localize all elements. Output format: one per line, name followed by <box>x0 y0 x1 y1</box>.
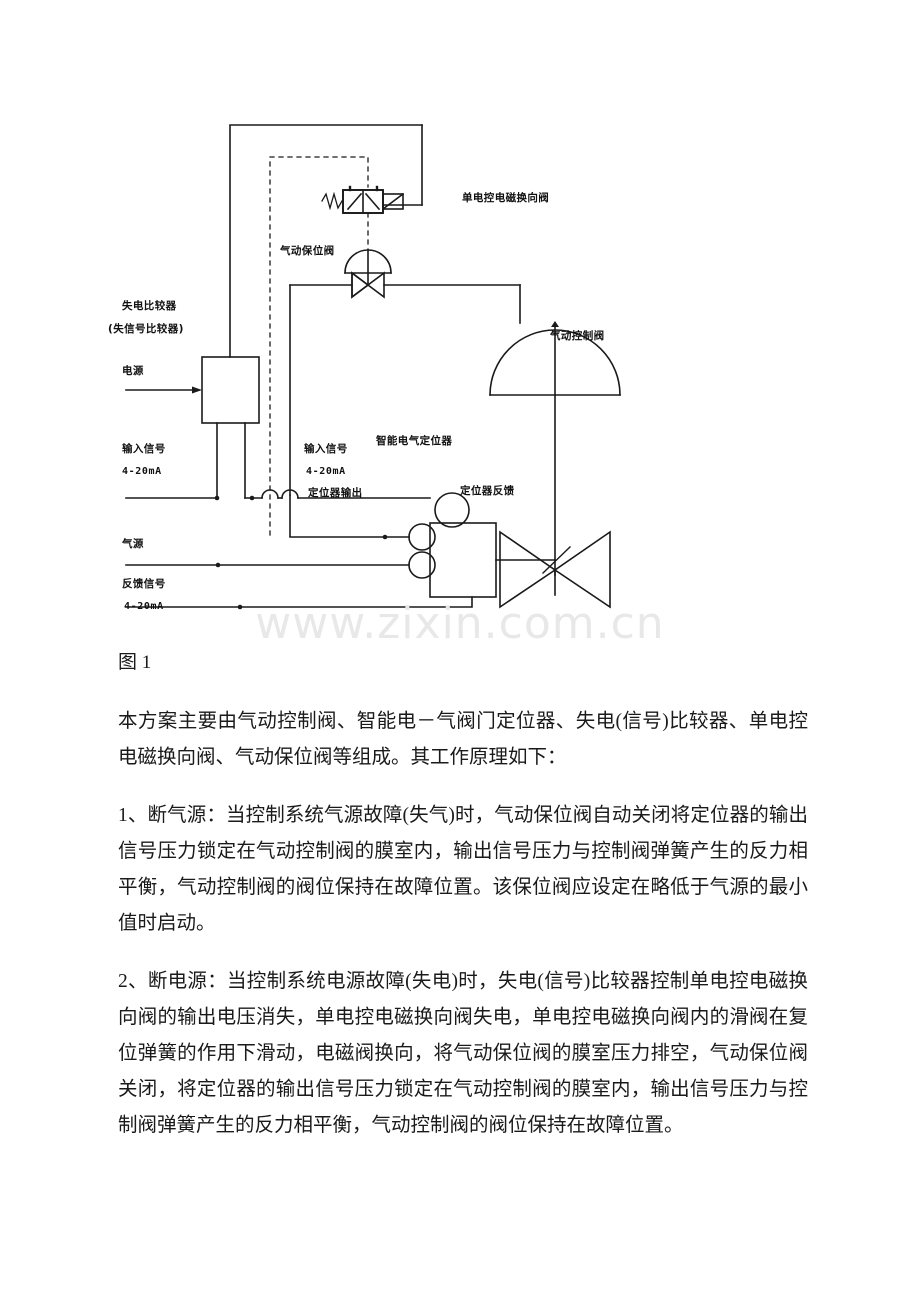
wire-comparator-to-top <box>229 124 423 358</box>
label-power-supply: 电源 <box>122 365 144 377</box>
figure-caption: 图 1 <box>118 652 152 673</box>
wire-hop-1 <box>261 489 279 499</box>
label-input-signal-left-range: 4-20mA <box>122 466 162 477</box>
bus-feedback-signal <box>125 596 473 608</box>
label-solenoid-valve: 单电控电磁换向阀 <box>462 192 550 204</box>
label-positioner: 智能电气定位器 <box>376 435 453 447</box>
junction-dot-air-source <box>215 562 221 568</box>
positioner-symbol <box>408 492 497 598</box>
article-body: 图 1 本方案主要由气动控制阀、智能电－气阀门定位器、失电(信号)比较器、单电控… <box>118 648 808 1166</box>
junction-dot-input-left <box>214 495 220 501</box>
feedback-linkage-mark <box>542 546 571 574</box>
line-positioner-output <box>289 494 410 538</box>
label-comparator-line1: 失电比较器 <box>122 300 177 312</box>
label-input-signal-right-range: 4-20mA <box>306 466 346 477</box>
process-diagram: 单电控电磁换向阀 气动保位阀 失电比较器 (失信号比较器) 电源 输入信号 4-… <box>100 95 820 640</box>
paragraph-intro: 本方案主要由气动控制阀、智能电－气阀门定位器、失电(信号)比较器、单电控电磁换向… <box>118 711 808 768</box>
paragraph-item-1: 1、断气源：当控制系统气源故障(失气)时，气动保位阀自动关闭将定位器的输出信号压… <box>118 805 808 934</box>
label-air-source: 气源 <box>122 538 144 550</box>
keeper-valve-symbol <box>289 249 521 299</box>
junction-dot-bus <box>249 495 255 501</box>
label-feedback-signal: 反馈信号 <box>122 578 166 590</box>
label-positioner-feedback: 定位器反馈 <box>460 485 515 497</box>
label-positioner-output: 定位器输出 <box>308 487 363 499</box>
wire-hop-2 <box>281 489 299 499</box>
diagram-svg <box>125 124 621 610</box>
label-control-valve: 气动控制阀 <box>550 330 605 342</box>
label-input-signal-left: 输入信号 <box>122 443 166 455</box>
pilot-dashed-line <box>269 156 369 536</box>
comparator-box <box>125 356 260 499</box>
paragraph-item-2: 2、断电源：当控制系统电源故障(失电)时，失电(信号)比较器控制单电控电磁换向阀… <box>118 971 808 1136</box>
solenoid-valve-symbol <box>321 185 405 214</box>
junction-dot-feedback <box>237 604 243 610</box>
label-keeper-valve: 气动保位阀 <box>280 245 335 257</box>
control-valve-symbol <box>489 321 621 609</box>
junction-dot-output <box>382 534 388 540</box>
label-comparator-line2: (失信号比较器) <box>108 323 184 335</box>
label-input-signal-right: 输入信号 <box>304 443 348 455</box>
label-feedback-signal-range: 4-20mA <box>124 601 164 612</box>
